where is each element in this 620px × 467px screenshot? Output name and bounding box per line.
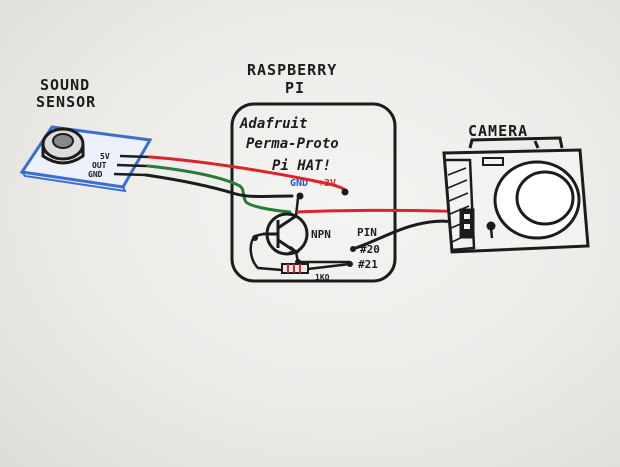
camera-label: CAMERA: [468, 122, 528, 140]
raspberry-pi-label-line2: PI: [285, 79, 305, 97]
sensor-pin-gnd-label: GND: [88, 170, 103, 179]
pin-21-pad: [347, 261, 353, 267]
raspberry-pi-label-line1: RASPBERRY: [247, 61, 337, 79]
microphone-icon: [41, 127, 85, 165]
camera-port: [459, 208, 475, 239]
hat-3v3-pad: [341, 188, 349, 196]
hat-label-line2: Perma-Proto: [246, 136, 339, 152]
hat-gnd-pad: [296, 192, 304, 200]
sensor-pin-out-label: OUT: [92, 161, 107, 170]
camera-lens-outer: [493, 160, 581, 240]
resistor-label: 1KΩ: [315, 273, 330, 282]
pin-label: PIN: [357, 226, 377, 239]
wire-green-out: [146, 164, 292, 214]
sensor-header-pins: [113, 154, 151, 177]
resistor-1k: [281, 262, 351, 274]
pin-20-label: #20: [360, 243, 380, 256]
hat-gnd-label: GND: [290, 178, 308, 189]
hat-label-line1: Adafruit: [239, 116, 307, 132]
sound-sensor-label-line2: SENSOR: [36, 93, 96, 111]
camera-grip: [446, 158, 476, 252]
camera-icon: [442, 136, 590, 254]
wire-red-camera: [296, 208, 466, 216]
wire-red-5v: [148, 155, 347, 192]
sensor-wires: [144, 155, 347, 214]
wire-black-gnd: [144, 173, 294, 198]
pin-21-label: #21: [358, 258, 378, 271]
sound-sensor-label-line1: SOUND: [40, 76, 90, 94]
hat-label-line3: Pi HAT!: [272, 158, 331, 174]
npn-transistor: [263, 212, 309, 256]
sensor-pin-5v-label: 5V: [100, 152, 110, 161]
npn-label: NPN: [311, 228, 331, 241]
sound-sensor-module: 5V OUT GND: [19, 125, 153, 193]
